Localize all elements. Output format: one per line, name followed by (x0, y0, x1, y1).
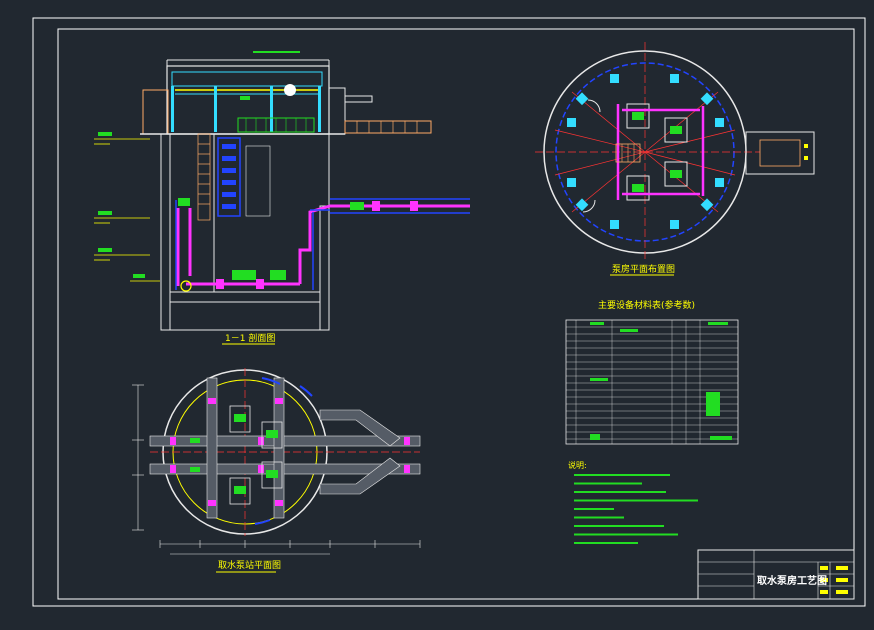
title-block: 取水泵房工艺图 (697, 549, 855, 600)
note-line (574, 542, 638, 544)
top-plan-label: 泵房平面布置图 (612, 263, 675, 275)
note-line (574, 533, 678, 536)
notes-title: 说明: (568, 460, 587, 470)
drawing-title: 取水泵房工艺图 (757, 574, 827, 587)
equipment-table: 主要设备材料表(参考数) (565, 299, 739, 445)
note-line (574, 499, 698, 502)
outer-frame (32, 17, 866, 607)
note-line (574, 516, 624, 519)
note-line (574, 491, 666, 493)
note-line (574, 482, 642, 485)
note-line (574, 508, 614, 510)
circular-plan-top: 泵房平面布置图 (535, 42, 815, 276)
inner-frame (57, 28, 855, 600)
circular-plan-bottom: 取水泵站平面图 (132, 368, 421, 573)
note-line (574, 474, 670, 476)
notes-block: 说明: (568, 460, 698, 544)
table-title: 主要设备材料表(参考数) (598, 299, 695, 311)
bottom-plan-label: 取水泵站平面图 (218, 559, 281, 571)
section-view: 1－1 剖面图 (94, 51, 470, 345)
note-line (574, 525, 664, 527)
section-label: 1－1 剖面图 (225, 332, 275, 344)
